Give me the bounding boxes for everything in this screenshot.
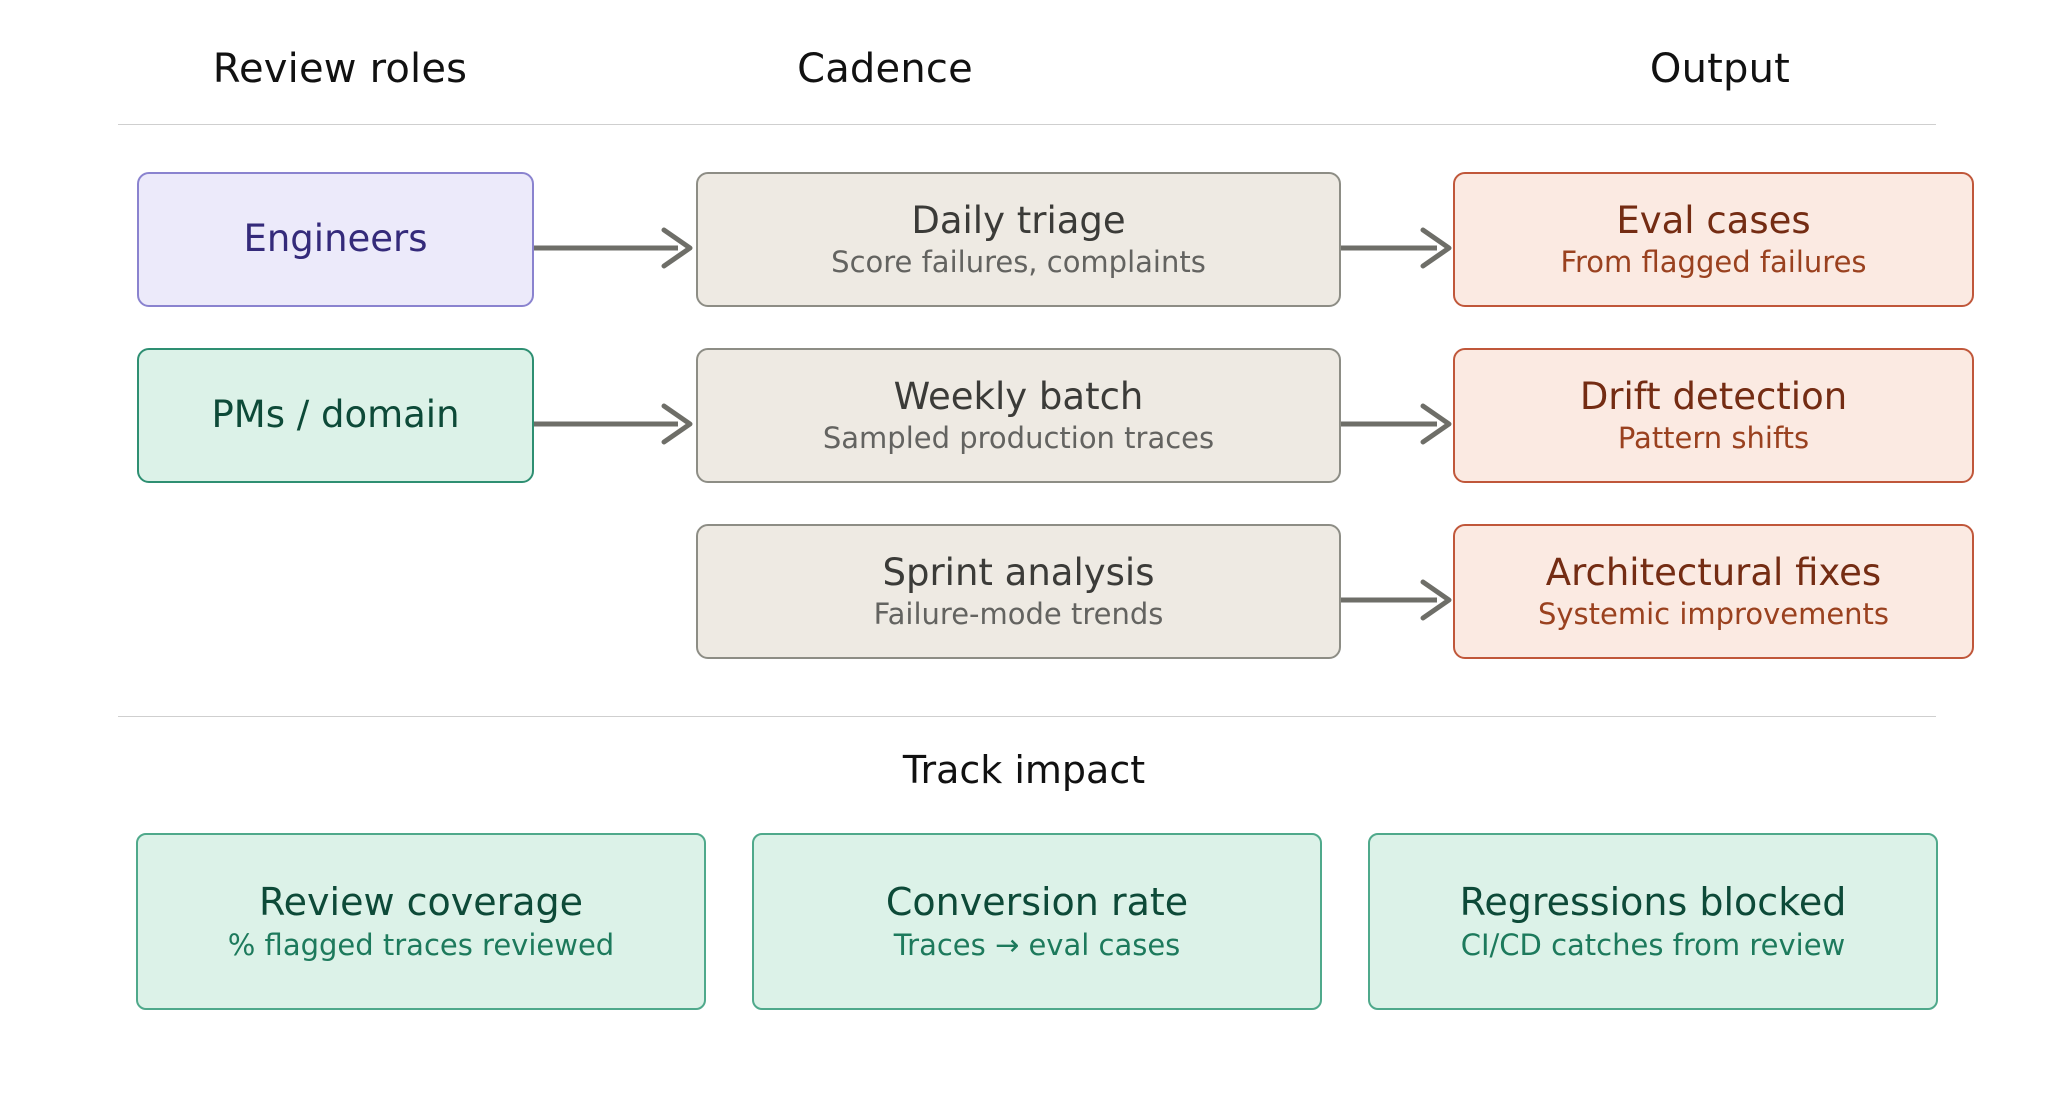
node-title: Sprint analysis <box>882 550 1155 594</box>
column-header-cadence: Cadence <box>797 46 973 92</box>
impact-section-divider <box>118 716 1936 717</box>
node-title: Engineers <box>243 217 428 261</box>
column-header-review-roles: Review roles <box>212 46 468 92</box>
node-cadence-sprint-analysis[interactable]: Sprint analysis Failure-mode trends <box>696 524 1341 659</box>
metric-subtitle: CI/CD catches from review <box>1460 927 1846 962</box>
metric-card-conversion-rate[interactable]: Conversion rate Traces → eval cases <box>752 833 1322 1010</box>
arrow-pms-to-weekly-batch <box>534 403 693 445</box>
arrow-daily-triage-to-eval-cases <box>1341 227 1452 269</box>
node-subtitle: From flagged failures <box>1560 245 1867 280</box>
node-subtitle: Failure-mode trends <box>873 597 1164 632</box>
node-title: PMs / domain <box>211 393 460 437</box>
arrow-engineers-to-daily-triage <box>534 227 693 269</box>
arrow-weekly-batch-to-drift-detection <box>1341 403 1452 445</box>
metric-title: Conversion rate <box>885 880 1189 925</box>
node-subtitle: Pattern shifts <box>1617 421 1810 456</box>
node-subtitle: Score failures, complaints <box>831 245 1206 280</box>
node-subtitle: Sampled production traces <box>822 421 1215 456</box>
arrow-sprint-analysis-to-architectural-fixes <box>1341 579 1452 621</box>
node-role-engineers[interactable]: Engineers <box>137 172 534 307</box>
metric-card-review-coverage[interactable]: Review coverage % flagged traces reviewe… <box>136 833 706 1010</box>
impact-section-title: Track impact <box>902 748 1146 792</box>
header-divider <box>118 124 1936 125</box>
metric-title: Review coverage <box>258 880 584 925</box>
metric-card-regressions-blocked[interactable]: Regressions blocked CI/CD catches from r… <box>1368 833 1938 1010</box>
node-cadence-daily-triage[interactable]: Daily triage Score failures, complaints <box>696 172 1341 307</box>
node-title: Daily triage <box>911 198 1126 242</box>
node-role-pms-domain[interactable]: PMs / domain <box>137 348 534 483</box>
node-title: Architectural fixes <box>1545 550 1882 594</box>
metric-subtitle: % flagged traces reviewed <box>227 927 615 962</box>
node-title: Drift detection <box>1579 374 1848 418</box>
node-output-architectural-fixes[interactable]: Architectural fixes Systemic improvement… <box>1453 524 1974 659</box>
node-output-eval-cases[interactable]: Eval cases From flagged failures <box>1453 172 1974 307</box>
node-cadence-weekly-batch[interactable]: Weekly batch Sampled production traces <box>696 348 1341 483</box>
node-output-drift-detection[interactable]: Drift detection Pattern shifts <box>1453 348 1974 483</box>
node-subtitle: Systemic improvements <box>1537 597 1890 632</box>
column-header-output: Output <box>1649 46 1791 92</box>
node-title: Weekly batch <box>893 374 1144 418</box>
node-title: Eval cases <box>1616 198 1811 242</box>
metric-subtitle: Traces → eval cases <box>893 927 1181 962</box>
metric-title: Regressions blocked <box>1459 880 1847 925</box>
